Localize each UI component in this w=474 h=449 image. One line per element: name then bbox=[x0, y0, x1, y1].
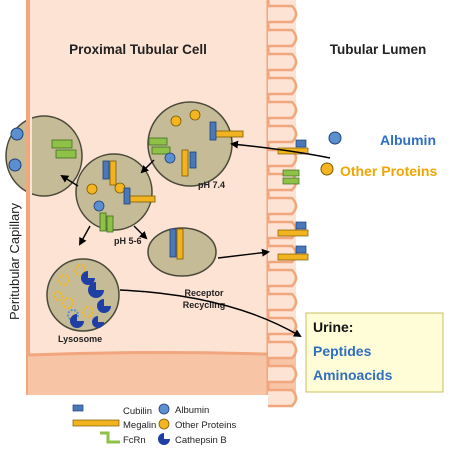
legend-cubilin-swatch bbox=[72, 404, 84, 412]
microvillus bbox=[268, 28, 298, 48]
brush-border bbox=[266, 0, 298, 408]
legend-megalin-swatch bbox=[72, 419, 120, 427]
megalin-receptor bbox=[109, 160, 117, 186]
endocytosis-arrow bbox=[230, 140, 331, 159]
albumin-label: Albumin bbox=[380, 132, 436, 148]
other-protein bbox=[170, 115, 182, 127]
legend-other-proteins-swatch bbox=[158, 418, 170, 430]
other-protein bbox=[189, 109, 201, 121]
legend-albumin-swatch bbox=[158, 403, 170, 415]
microvillus bbox=[268, 124, 298, 144]
other-protein bbox=[114, 182, 126, 194]
microvillus bbox=[268, 196, 298, 216]
microvillus bbox=[268, 52, 298, 72]
urine-box: Urine: Peptides Aminoacids bbox=[305, 312, 444, 393]
cubilin-receptor bbox=[189, 151, 197, 169]
albumin-released bbox=[10, 127, 24, 141]
arrow-recycling-to-membrane bbox=[217, 248, 270, 259]
cubilin-receptor bbox=[102, 160, 110, 180]
fcrn-receptor bbox=[151, 146, 171, 155]
legend-cubilin: Cubilin bbox=[123, 406, 152, 417]
cathepsin-b bbox=[97, 299, 111, 313]
fcrn-receptor bbox=[106, 215, 114, 233]
cathepsin-b bbox=[81, 271, 95, 285]
cell-label: Proximal Tubular Cell bbox=[69, 42, 207, 57]
cathepsin-b bbox=[92, 316, 104, 328]
microvillus bbox=[268, 100, 298, 120]
fcrn-receptor bbox=[148, 137, 168, 146]
microvillus bbox=[268, 388, 298, 408]
receptor-recycling-label-2: Recycling bbox=[183, 300, 226, 310]
megalin-receptor bbox=[181, 149, 189, 177]
lumen-label: Tubular Lumen bbox=[330, 42, 427, 57]
capillary-label: Peritubular Capillary bbox=[7, 202, 22, 320]
lateral-membrane-line bbox=[27, 351, 297, 357]
cathepsin-b bbox=[88, 282, 104, 298]
endosome-ph7 bbox=[147, 101, 244, 187]
microvillus bbox=[268, 292, 298, 312]
megalin-receptor bbox=[212, 130, 244, 138]
other-protein-lumen bbox=[320, 162, 334, 176]
urine-title: Urine: bbox=[313, 319, 353, 335]
microvillus bbox=[268, 268, 298, 288]
albumin bbox=[164, 152, 176, 164]
microvillus bbox=[268, 4, 298, 24]
arrow-lysosome-to-urine bbox=[119, 289, 302, 338]
fcrn-receptor bbox=[51, 139, 73, 149]
microvillus bbox=[268, 364, 298, 384]
receptor-recycling-label-1: Receptor bbox=[184, 288, 224, 298]
legend-other-proteins: Other Proteins bbox=[175, 420, 236, 431]
albumin-lumen bbox=[328, 131, 342, 145]
lysosome bbox=[46, 258, 120, 332]
fcrn-receptor bbox=[99, 212, 107, 232]
legend-megalin: Megalin bbox=[123, 420, 156, 431]
other-protein bbox=[86, 183, 98, 195]
albumin bbox=[93, 200, 105, 212]
arrow-ph5-to-lysosome bbox=[79, 225, 91, 246]
lateral-membrane-bottom bbox=[28, 352, 296, 395]
cathepsin-b bbox=[70, 314, 84, 328]
albumin-released bbox=[8, 158, 22, 172]
ph-neutral-label: pH 7.4 bbox=[198, 180, 225, 190]
recycling-vesicle bbox=[147, 227, 217, 277]
legend-cathepsin-b: Cathepsin B bbox=[175, 435, 227, 446]
cubilin-receptor bbox=[169, 228, 177, 258]
arrow-ph7-to-ph5 bbox=[140, 159, 155, 174]
arrow-ph5-to-exocytosis bbox=[60, 174, 79, 187]
legend-albumin: Albumin bbox=[175, 405, 209, 416]
legend-cathepsin-swatch bbox=[158, 433, 170, 445]
legend-fcrn-swatch bbox=[100, 431, 120, 444]
other-proteins-label: Other Proteins bbox=[340, 163, 437, 179]
endosome-ph5 bbox=[75, 153, 156, 233]
microvillus bbox=[268, 340, 298, 360]
legend-fcrn: FcRn bbox=[123, 435, 146, 446]
lysosome-label: Lysosome bbox=[58, 334, 102, 344]
urine-aminoacids: Aminoacids bbox=[313, 367, 393, 383]
cubilin-receptor bbox=[209, 121, 217, 141]
ph-acid-label: pH 5-6 bbox=[114, 236, 142, 246]
urine-peptides: Peptides bbox=[313, 343, 372, 359]
arrow-ph5-to-recycling bbox=[133, 225, 148, 240]
legend: Cubilin Megalin FcRn Albumin Other Prote… bbox=[72, 403, 236, 446]
megalin-receptor bbox=[176, 228, 184, 260]
cubilin-receptor bbox=[123, 187, 131, 205]
microvillus bbox=[268, 76, 298, 96]
fcrn-receptor bbox=[55, 149, 77, 159]
